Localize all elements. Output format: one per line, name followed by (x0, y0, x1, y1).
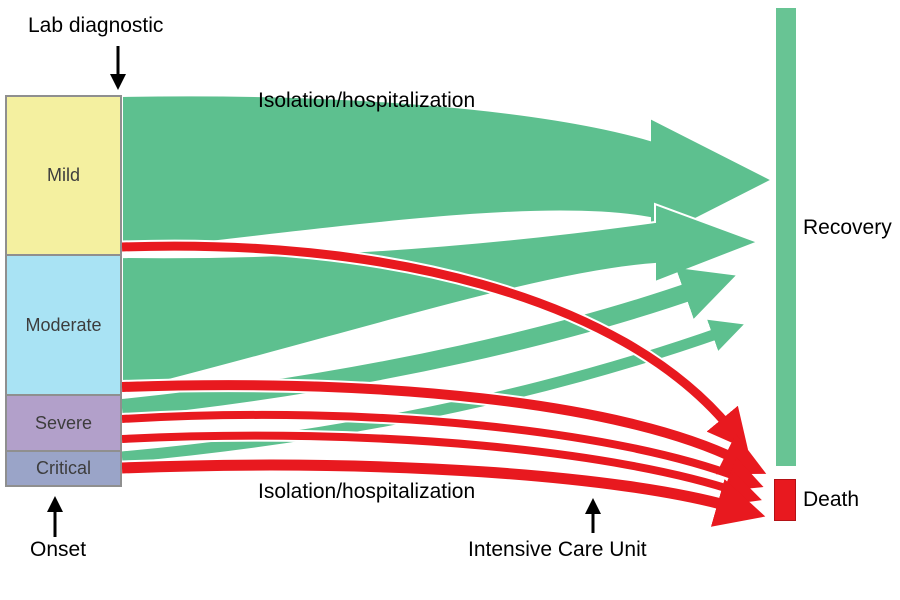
node-moderate: Moderate (5, 254, 122, 396)
flow-critical-death (121, 459, 766, 527)
icu-arrow-icon (585, 498, 601, 533)
node-critical: Critical (5, 450, 122, 487)
label-recovery: Recovery (803, 216, 892, 239)
label-death: Death (803, 488, 860, 511)
node-mild: Mild (5, 95, 122, 256)
node-critical-label: Critical (35, 458, 91, 478)
node-severe: Severe (5, 394, 122, 452)
label-isolation-hospitalization-top: Isolation/hospitalization (258, 89, 476, 112)
lab-diagnostic-arrow-icon (110, 46, 126, 90)
node-moderate-label: Moderate (25, 314, 102, 335)
node-mild-label: Mild (46, 165, 80, 185)
node-recovery-bar (776, 8, 796, 466)
label-lab-diagnostic: Lab diagnostic (28, 14, 164, 37)
label-isolation-hospitalization-bottom: Isolation/hospitalization (258, 480, 476, 503)
flow-severe-death-1 (121, 410, 764, 491)
node-death-box (774, 479, 796, 521)
flow-severe-death-2 (121, 431, 762, 506)
flow-severe-recovery (121, 267, 736, 417)
onset-arrow-icon (47, 496, 63, 537)
label-onset: Onset (30, 538, 87, 561)
flow-mild-recovery (121, 94, 775, 254)
flow-mild-death (121, 241, 749, 450)
flow-moderate-death (121, 380, 767, 475)
node-severe-label: Severe (34, 412, 93, 433)
label-intensive-care-unit: Intensive Care Unit (468, 538, 647, 561)
